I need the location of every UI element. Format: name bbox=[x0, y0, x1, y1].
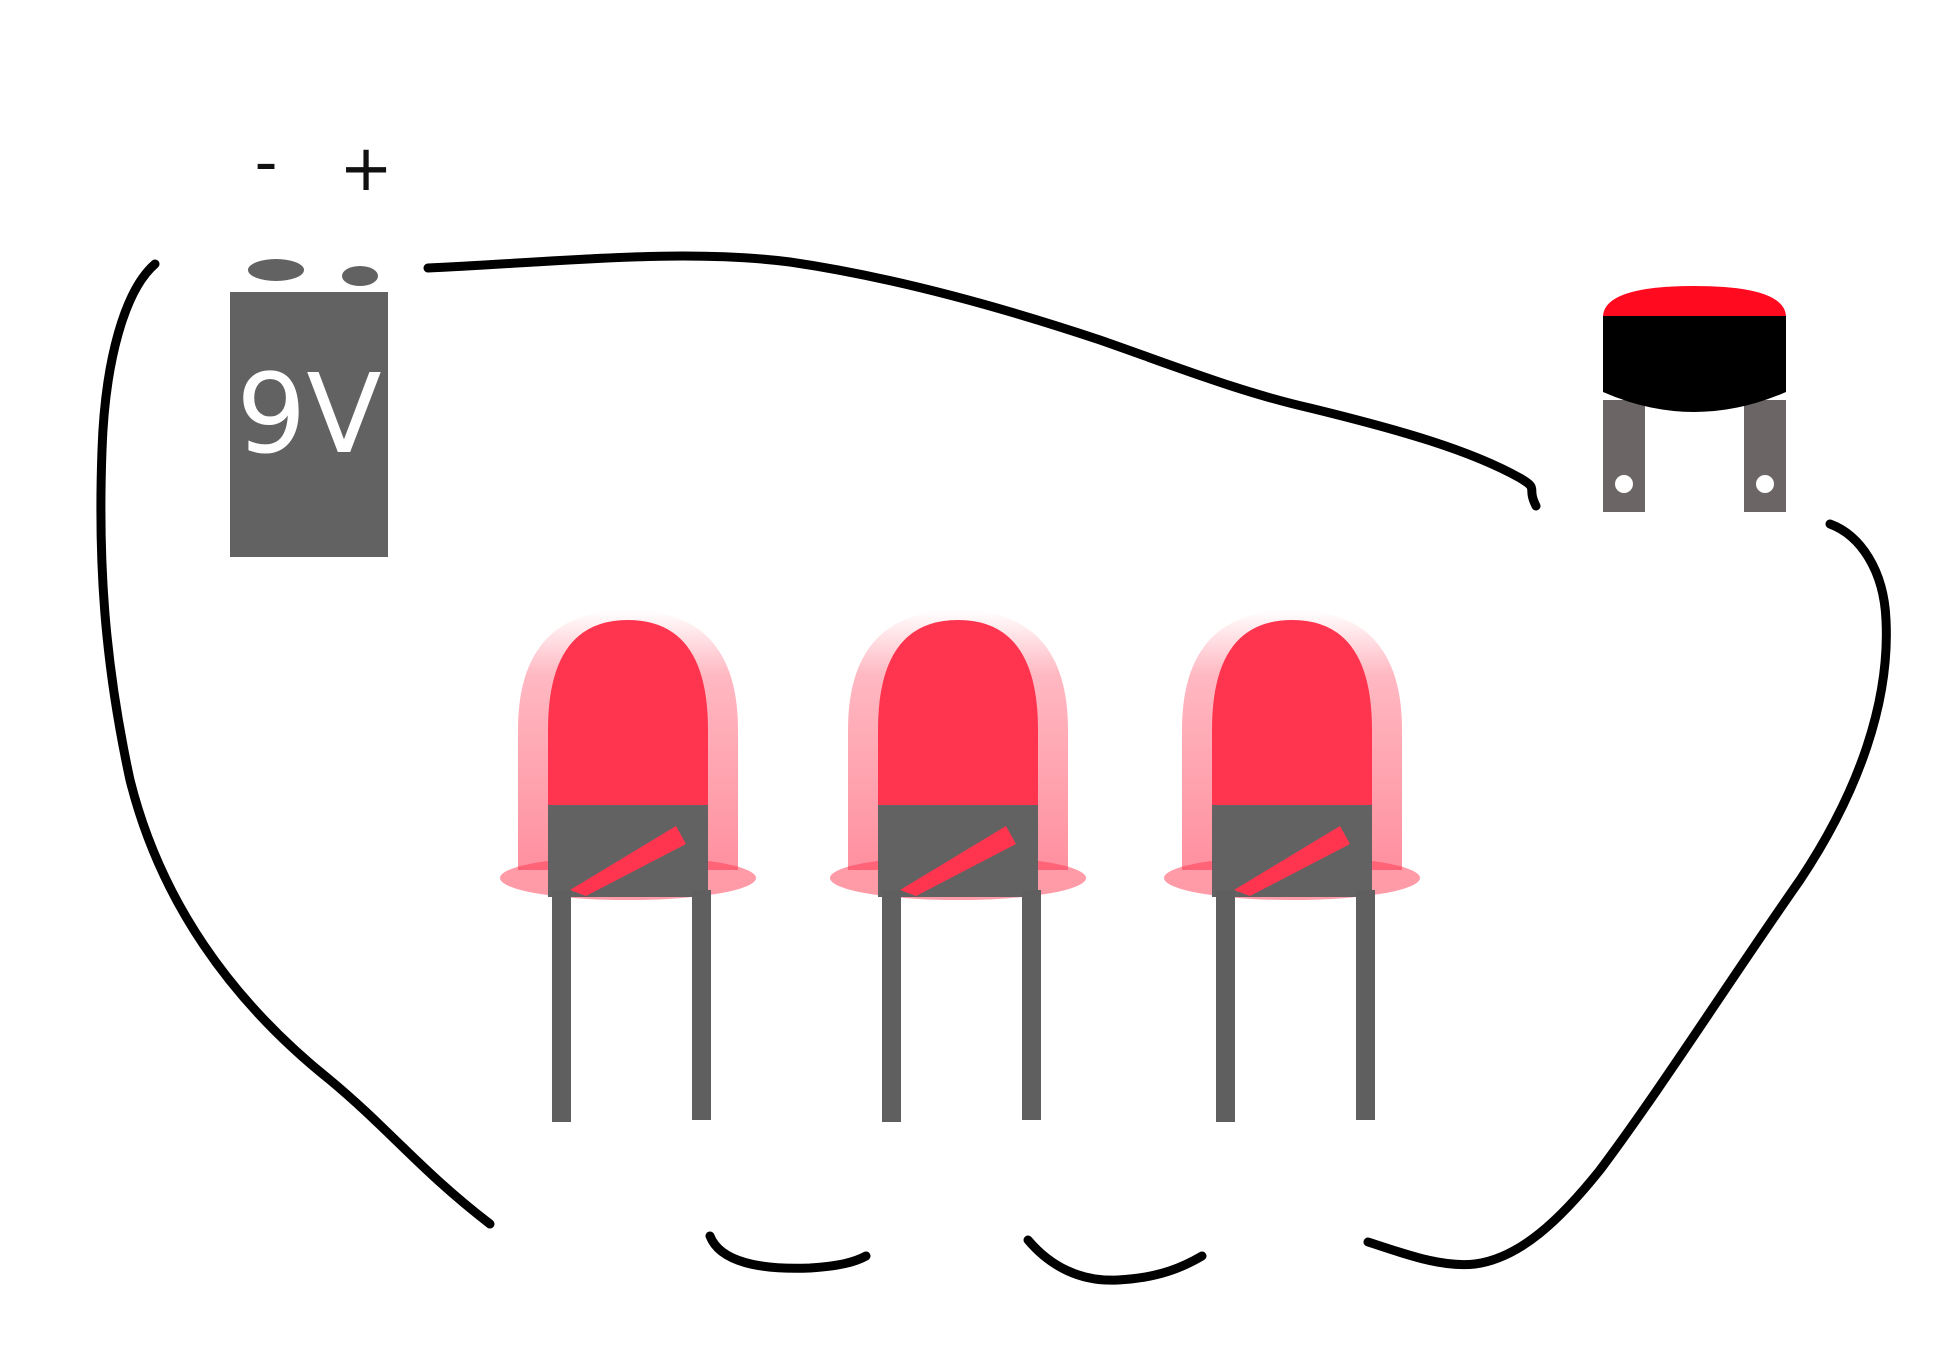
battery: 9V - + bbox=[230, 126, 393, 557]
battery-terminal-minus bbox=[248, 259, 304, 281]
sensor-top bbox=[1603, 286, 1786, 316]
sensor-leg-right-hole bbox=[1756, 475, 1774, 493]
battery-minus-label: - bbox=[254, 126, 277, 200]
wire-battery-plus-to-sensor bbox=[423, 251, 1541, 511]
led-2 bbox=[830, 610, 1086, 1122]
battery-plus-label: + bbox=[339, 132, 393, 206]
led-1 bbox=[500, 610, 756, 1122]
battery-label: 9V bbox=[236, 350, 381, 478]
wire-battery-minus-to-led1 bbox=[96, 259, 495, 1229]
battery-body bbox=[230, 292, 388, 557]
sensor-body bbox=[1603, 316, 1786, 412]
wire-led1-to-led2 bbox=[705, 1231, 871, 1273]
sensor-leg-left bbox=[1603, 400, 1645, 512]
wires bbox=[96, 251, 1891, 1285]
battery-terminal-plus bbox=[342, 266, 378, 286]
sensor-leg-right bbox=[1744, 400, 1786, 512]
wire-led2-to-led3 bbox=[1023, 1235, 1207, 1285]
led-3 bbox=[1164, 610, 1420, 1122]
sensor-leg-left-hole bbox=[1615, 475, 1633, 493]
wire-led3-to-sensor bbox=[1363, 519, 1891, 1270]
piezo-sensor bbox=[1603, 286, 1786, 512]
